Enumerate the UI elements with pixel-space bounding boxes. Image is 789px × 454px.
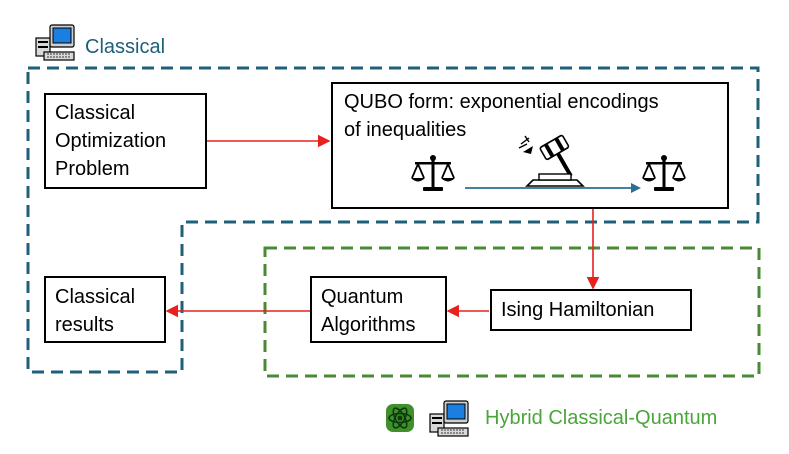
node-text-line: Problem [55, 158, 130, 180]
node-text-line: results [55, 314, 114, 336]
node-classical-results: Classical results [44, 276, 166, 343]
hybrid-region-outline [263, 246, 761, 378]
gavel-icon [518, 134, 585, 187]
transform-arrow [465, 183, 641, 193]
classical-region-outline [26, 66, 760, 374]
node-text-line: Ising Hamiltonian [501, 299, 655, 321]
hybrid-region-label: Hybrid Classical-Quantum [485, 407, 718, 429]
node-text-line: QUBO form: exponential encodings [344, 91, 659, 113]
node-qubo-form: QUBO form: exponential encodings of ineq… [331, 82, 729, 209]
classical-region-label: Classical [85, 36, 166, 58]
node-ising-hamiltonian: Ising Hamiltonian [490, 289, 692, 331]
node-quantum-algorithms: Quantum Algorithms [310, 276, 447, 343]
node-text-line: of inequalities [344, 119, 467, 141]
node-text-line: Optimization [55, 130, 167, 152]
quantum-chip-icon [386, 404, 414, 432]
node-text-line: Classical [55, 286, 136, 308]
node-text-line: Quantum [321, 286, 404, 308]
balance-scale-icon [642, 155, 686, 191]
node-classical-optimization-problem: Classical Optimization Problem [44, 93, 207, 189]
node-text-line: Algorithms [321, 314, 416, 336]
computer-icon [35, 24, 75, 61]
computer-icon [429, 400, 469, 437]
balance-scale-icon [411, 155, 455, 191]
node-text-line: Classical [55, 102, 136, 124]
